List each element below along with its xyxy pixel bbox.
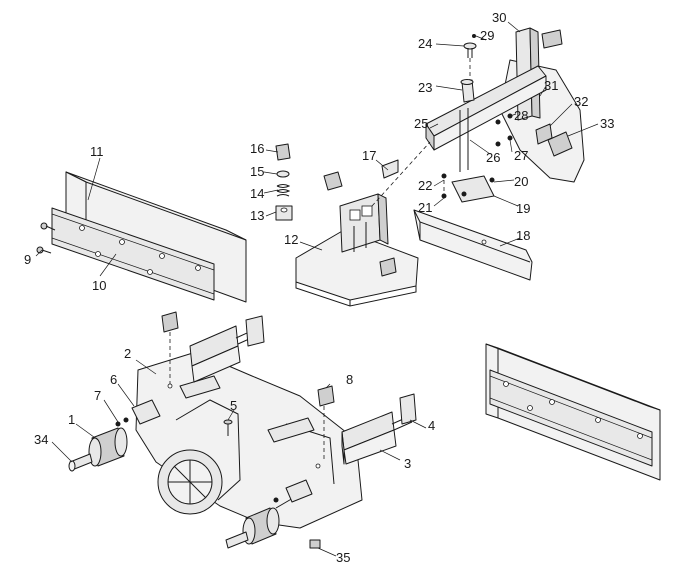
callout-3: 3 bbox=[404, 456, 411, 471]
callout-1: 1 bbox=[68, 412, 75, 427]
callout-7: 7 bbox=[94, 388, 101, 403]
callout-11: 11 bbox=[90, 144, 104, 159]
callout-12: 12 bbox=[284, 232, 298, 247]
part-knob-top bbox=[161, 311, 179, 384]
part-11-fence-board bbox=[51, 171, 247, 303]
callout-labels: 11 10 9 12 13 14 15 16 17 18 19 20 21 22… bbox=[24, 10, 614, 565]
callout-10: 10 bbox=[92, 278, 106, 293]
callout-17: 17 bbox=[362, 148, 376, 163]
callout-24: 24 bbox=[418, 36, 432, 51]
callout-23: 23 bbox=[418, 80, 432, 95]
callout-15: 15 bbox=[250, 164, 264, 179]
callout-13: 13 bbox=[250, 208, 264, 223]
callout-20: 20 bbox=[514, 174, 528, 189]
parts-13-16-spring-assembly bbox=[275, 143, 293, 221]
callout-5: 5 bbox=[230, 398, 237, 413]
part-18-lower-rail bbox=[413, 209, 533, 281]
callout-27: 27 bbox=[514, 148, 528, 163]
callout-26: 26 bbox=[486, 150, 500, 165]
part-35-foot bbox=[309, 539, 321, 549]
callout-33: 33 bbox=[600, 116, 614, 131]
callout-34: 34 bbox=[34, 432, 48, 447]
callout-21: 21 bbox=[418, 200, 432, 215]
callout-30: 30 bbox=[492, 10, 506, 25]
part-8-knob bbox=[317, 385, 335, 460]
part-left-tube-bracket bbox=[189, 315, 265, 383]
parts-3-4-right-bracket bbox=[341, 393, 417, 465]
callout-29: 29 bbox=[480, 28, 494, 43]
part-lower-handwheel bbox=[225, 479, 313, 549]
callout-35: 35 bbox=[336, 550, 350, 565]
part-12-base-plate bbox=[295, 159, 419, 307]
parts-1-34-left-handwheel bbox=[68, 427, 128, 472]
callout-8: 8 bbox=[346, 372, 353, 387]
parts-19-33-rip-fence-assembly bbox=[425, 27, 585, 203]
callout-25: 25 bbox=[414, 116, 428, 131]
assembly-line bbox=[371, 141, 431, 207]
parts-5-7-fasteners bbox=[115, 399, 233, 436]
callout-4: 4 bbox=[428, 418, 435, 433]
callout-14: 14 bbox=[250, 186, 264, 201]
part-2-main-casting bbox=[135, 351, 363, 529]
part-9-screws bbox=[36, 222, 56, 254]
callout-16: 16 bbox=[250, 141, 264, 156]
callout-32: 32 bbox=[574, 94, 588, 109]
callout-18: 18 bbox=[516, 228, 530, 243]
callout-31: 31 bbox=[544, 78, 558, 93]
leader-lines bbox=[35, 21, 599, 557]
part-right-fence-board bbox=[485, 343, 661, 481]
callout-28: 28 bbox=[514, 108, 528, 123]
callout-22: 22 bbox=[418, 178, 432, 193]
callout-6: 6 bbox=[110, 372, 117, 387]
callout-9: 9 bbox=[24, 252, 31, 267]
callout-2: 2 bbox=[124, 346, 131, 361]
callout-19: 19 bbox=[516, 201, 530, 216]
